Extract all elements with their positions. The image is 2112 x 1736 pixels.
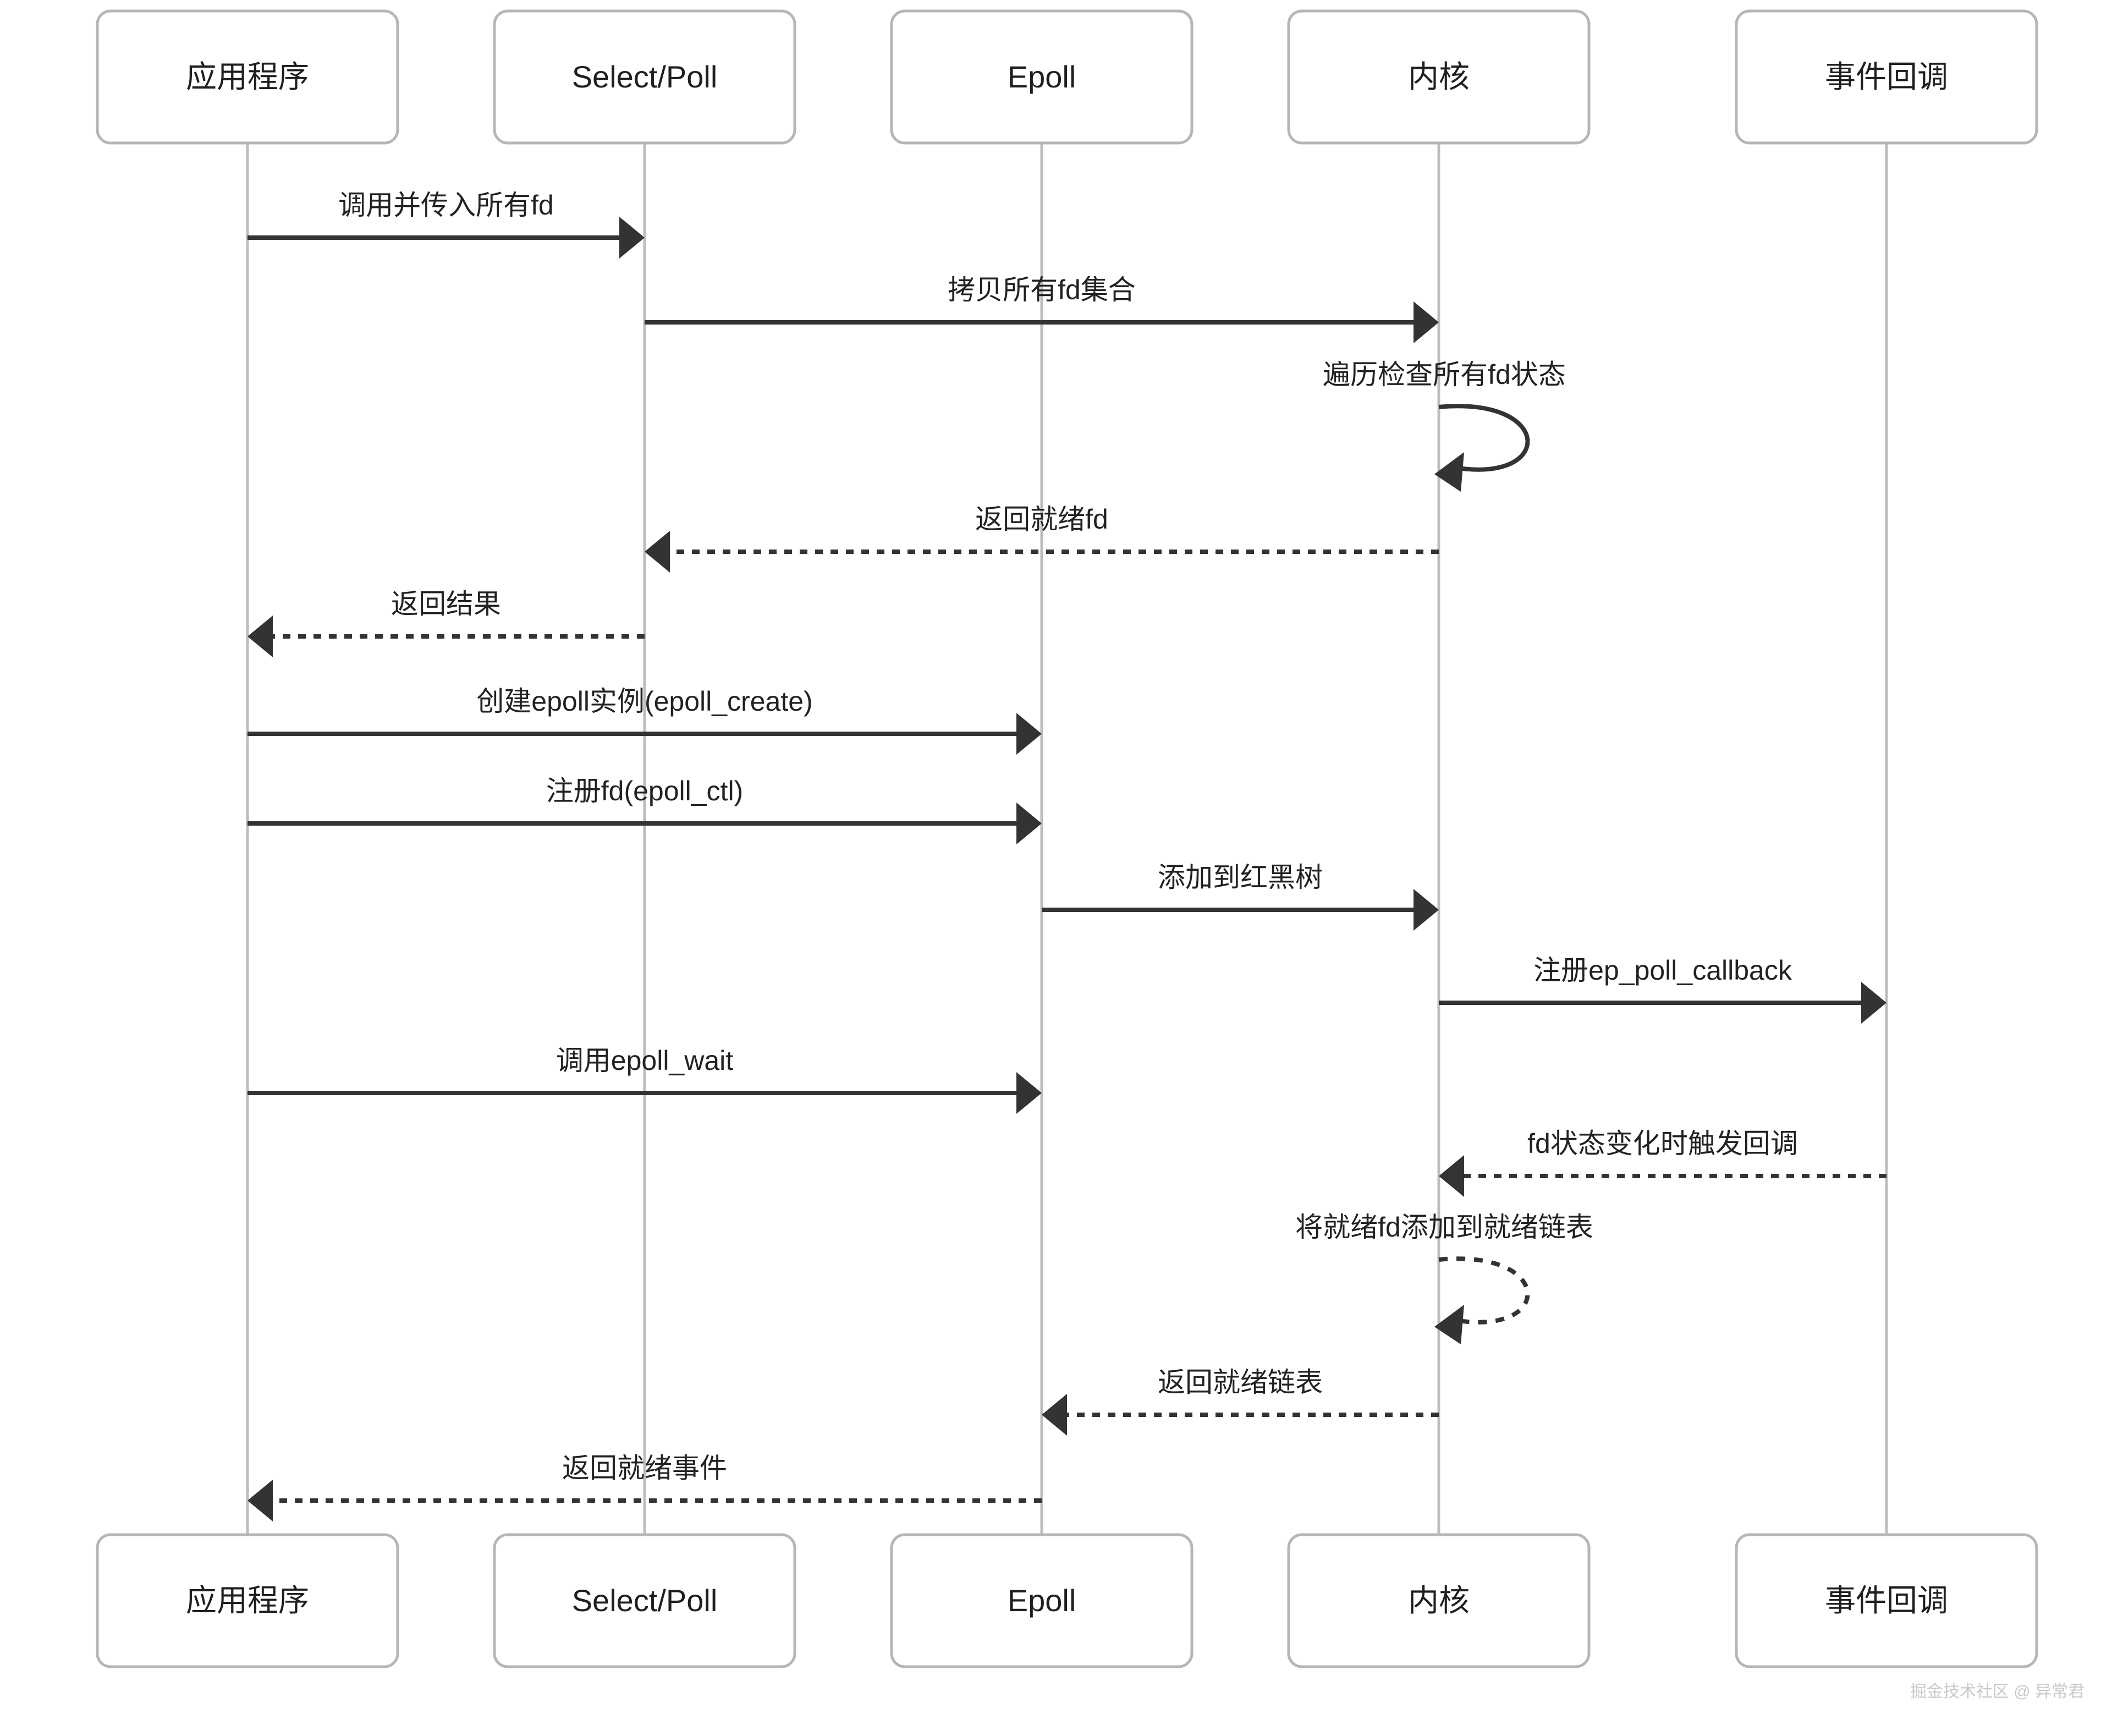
actor-top-label: Select/Poll (572, 59, 718, 94)
arrow-head (1016, 713, 1042, 755)
lifelines-group (246, 143, 1888, 1535)
actor-top-selpoll[interactable]: Select/Poll (493, 9, 796, 145)
arrow-head (1016, 803, 1042, 844)
actor-top-label: Epoll (1008, 59, 1076, 94)
actor-bottom-app[interactable]: 应用程序 (96, 1533, 399, 1668)
message-label: fd状态变化时触发回调 (1527, 1128, 1798, 1159)
message-5: 返回结果 (248, 589, 645, 657)
message-label: 返回就绪fd (975, 504, 1108, 535)
arrow-head (1439, 1155, 1464, 1197)
message-3: 遍历检查所有fd状态 (1323, 359, 1566, 492)
message-self-loop (1438, 404, 1530, 472)
message-2: 拷贝所有fd集合 (645, 274, 1439, 343)
actor-bottom-kernel[interactable]: 内核 (1287, 1533, 1591, 1668)
actor-bottom-box (96, 1533, 399, 1668)
message-label: 调用并传入所有fd (338, 190, 554, 221)
message-label: 遍历检查所有fd状态 (1323, 359, 1566, 390)
message-6: 创建epoll实例(epoll_create) (248, 686, 1042, 755)
actors-bottom-group: 应用程序 Select/Poll Epoll 内核 事件回调 (96, 1533, 2038, 1668)
message-label: 返回结果 (391, 589, 501, 619)
actor-bottom-box (1287, 1533, 1591, 1668)
actor-top-label: 应用程序 (186, 59, 309, 94)
actors-top-group: 应用程序 Select/Poll Epoll 内核 事件回调 (96, 9, 2038, 145)
actor-bottom-callback[interactable]: 事件回调 (1735, 1533, 2038, 1668)
message-label: 返回就绪事件 (562, 1453, 727, 1484)
message-label: 注册ep_poll_callback (1533, 955, 1792, 986)
message-label: 返回就绪链表 (1158, 1367, 1323, 1398)
message-13: 返回就绪链表 (1042, 1367, 1439, 1436)
actor-top-label: 内核 (1408, 59, 1470, 94)
arrow-head (1861, 982, 1887, 1024)
message-10: 调用epoll_wait (248, 1045, 1042, 1114)
actor-bottom-box (493, 1533, 796, 1668)
actor-top-kernel[interactable]: 内核 (1287, 9, 1591, 145)
message-12: 将就绪fd添加到就绪链表 (1295, 1212, 1593, 1344)
actor-bottom-label: Select/Poll (572, 1583, 718, 1618)
watermark-text: 掘金技术社区 @ 异常君 (1910, 1683, 2084, 1701)
arrow-head (619, 217, 645, 259)
actor-top-box (96, 9, 399, 145)
message-7: 注册fd(epoll_ctl) (248, 776, 1042, 844)
arrow-head (1414, 889, 1439, 931)
actor-bottom-label: 事件回调 (1825, 1583, 1948, 1618)
actor-top-callback[interactable]: 事件回调 (1735, 9, 2038, 145)
message-label: 拷贝所有fd集合 (948, 274, 1136, 305)
actor-bottom-label: Epoll (1008, 1583, 1076, 1618)
watermark-group: 掘金技术社区 @ 异常君 (1910, 1683, 2084, 1701)
message-label: 注册fd(epoll_ctl) (546, 776, 743, 806)
arrow-head (1434, 1305, 1464, 1344)
message-8: 添加到红黑树 (1042, 862, 1439, 931)
actor-top-box (1287, 9, 1591, 145)
actor-top-box (890, 9, 1194, 145)
message-self-loop (1438, 1256, 1530, 1325)
actor-top-label: 事件回调 (1825, 59, 1948, 94)
actor-top-epoll[interactable]: Epoll (890, 9, 1194, 145)
actor-bottom-label: 内核 (1408, 1583, 1470, 1618)
arrow-head (645, 531, 670, 573)
message-1: 调用并传入所有fd (248, 190, 645, 259)
actor-top-app[interactable]: 应用程序 (96, 9, 399, 145)
message-14: 返回就绪事件 (248, 1453, 1042, 1521)
arrow-head (1414, 301, 1439, 343)
actor-top-box (1735, 9, 2038, 145)
arrow-head (1016, 1072, 1042, 1114)
message-label: 创建epoll实例(epoll_create) (476, 686, 812, 717)
arrow-head (248, 1480, 273, 1521)
message-label: 将就绪fd添加到就绪链表 (1295, 1212, 1593, 1243)
message-label: 调用epoll_wait (556, 1045, 733, 1076)
arrow-head (248, 616, 273, 657)
message-label: 添加到红黑树 (1158, 862, 1323, 893)
actor-bottom-box (1735, 1533, 2038, 1668)
actor-bottom-selpoll[interactable]: Select/Poll (493, 1533, 796, 1668)
arrow-head (1434, 452, 1464, 492)
arrow-head (1042, 1394, 1067, 1436)
actor-bottom-label: 应用程序 (186, 1583, 309, 1618)
actor-bottom-epoll[interactable]: Epoll (890, 1533, 1194, 1668)
actor-top-box (493, 9, 796, 145)
message-9: 注册ep_poll_callback (1439, 955, 1887, 1024)
message-11: fd状态变化时触发回调 (1439, 1128, 1887, 1197)
actor-bottom-box (890, 1533, 1194, 1668)
message-4: 返回就绪fd (645, 504, 1439, 573)
